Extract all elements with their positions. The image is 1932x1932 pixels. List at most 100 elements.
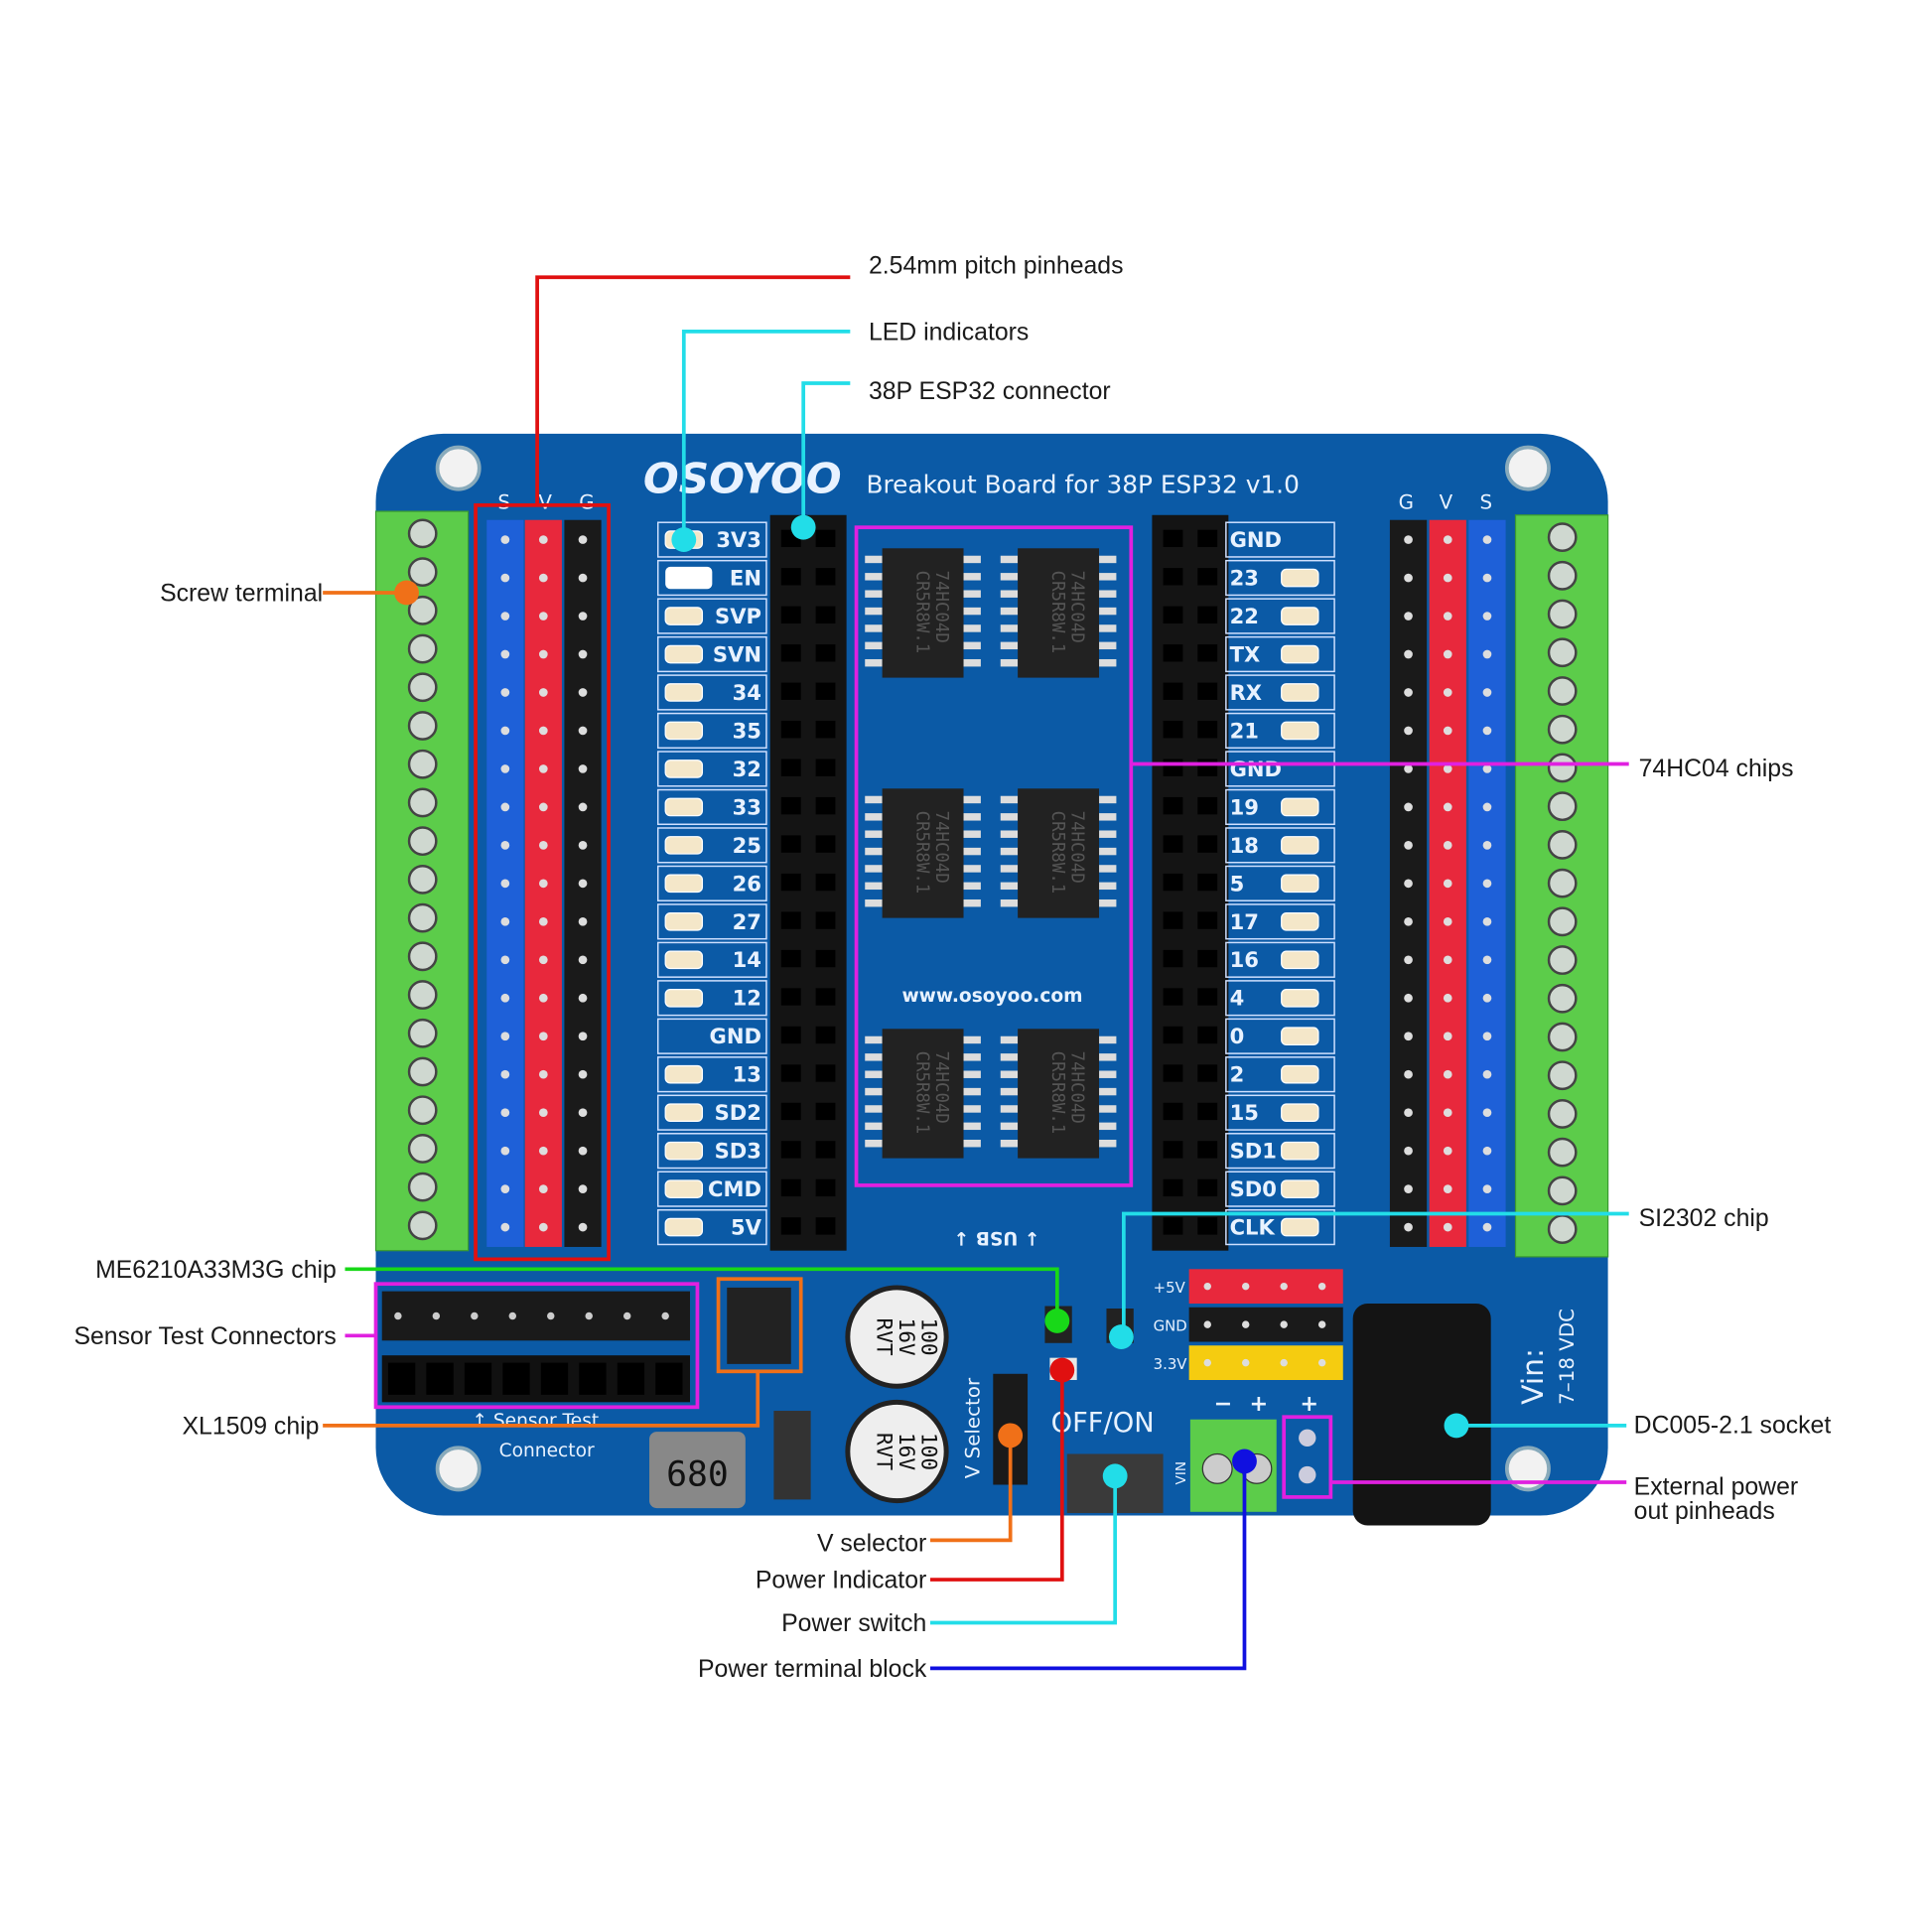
pin-icon bbox=[500, 688, 510, 697]
pin-icon bbox=[1404, 879, 1413, 889]
74hc04-chip bbox=[882, 788, 964, 918]
socket-hole bbox=[780, 1178, 801, 1197]
pin-icon bbox=[1404, 688, 1413, 697]
pin-icon bbox=[578, 1032, 588, 1041]
pin-label: GND bbox=[710, 1024, 761, 1048]
screw-icon bbox=[407, 557, 438, 587]
callout-leader-line bbox=[930, 1475, 1118, 1625]
pin-label: SD1 bbox=[1230, 1139, 1277, 1164]
chip-pin bbox=[1000, 830, 1019, 838]
chip-pin bbox=[963, 555, 981, 564]
socket-hole bbox=[815, 1178, 836, 1197]
pin-icon bbox=[1443, 1032, 1452, 1041]
chip-pin bbox=[963, 658, 981, 667]
chip-pin bbox=[1099, 1070, 1117, 1078]
led-icon bbox=[1281, 1217, 1319, 1237]
chip-marking: CR5R8W.1 bbox=[1047, 811, 1067, 895]
chip-pin bbox=[1000, 573, 1019, 581]
74hc04-chip bbox=[882, 1029, 964, 1159]
pin-label-box bbox=[1225, 1056, 1335, 1093]
led-icon bbox=[1281, 950, 1319, 970]
power-row-label: 3.3V bbox=[1154, 1355, 1188, 1373]
socket-hole bbox=[815, 682, 836, 700]
pin-label: 3V3 bbox=[716, 527, 761, 552]
chip-pin bbox=[865, 658, 883, 667]
pin-icon bbox=[1317, 1358, 1326, 1367]
socket-hole bbox=[387, 1362, 416, 1395]
pin-label-box bbox=[656, 521, 767, 558]
header-letter: G bbox=[1399, 491, 1414, 514]
pin-label: 32 bbox=[733, 757, 761, 781]
pin-label: 22 bbox=[1230, 604, 1259, 628]
socket-hole bbox=[1163, 568, 1183, 586]
pin-icon bbox=[1482, 1032, 1492, 1041]
pin-icon bbox=[1482, 726, 1492, 736]
pin-label-box bbox=[656, 865, 767, 901]
pin-label-box bbox=[656, 827, 767, 864]
led-icon bbox=[664, 1217, 704, 1237]
socket-hole bbox=[780, 835, 801, 853]
pin-icon bbox=[508, 1311, 517, 1320]
pin-label-box bbox=[1225, 712, 1335, 750]
pin-label: 25 bbox=[733, 833, 761, 858]
socket-hole bbox=[1197, 949, 1218, 968]
pin-label-box bbox=[1225, 1208, 1335, 1246]
pin-icon bbox=[1482, 955, 1492, 965]
screw-icon bbox=[407, 1172, 438, 1202]
screw-icon bbox=[407, 864, 438, 895]
pin-label-box bbox=[1225, 1171, 1335, 1207]
screw-icon bbox=[407, 518, 438, 549]
pin-icon bbox=[578, 841, 588, 850]
capacitor-label: RVT bbox=[873, 1433, 897, 1470]
screw-icon bbox=[1547, 1099, 1578, 1129]
diode bbox=[773, 1411, 811, 1500]
chip-pin bbox=[963, 1035, 981, 1044]
pin-label: CMD bbox=[708, 1176, 761, 1201]
pin-label-box bbox=[656, 1133, 767, 1170]
socket-hole bbox=[780, 721, 801, 739]
pin-label-box bbox=[1225, 1018, 1335, 1054]
pin-label-box bbox=[656, 598, 767, 634]
pin-icon bbox=[1443, 802, 1452, 812]
power-header-row bbox=[1188, 1307, 1343, 1342]
screw-icon bbox=[1547, 522, 1578, 552]
chip-pin bbox=[963, 1087, 981, 1096]
callout-label: 2.54mm pitch pinheads bbox=[869, 253, 1124, 280]
pin-icon bbox=[1443, 1184, 1452, 1193]
socket-hole bbox=[1163, 796, 1183, 815]
socket-hole bbox=[815, 1026, 836, 1044]
chip-pin bbox=[865, 1070, 883, 1078]
chip-pin bbox=[1000, 624, 1019, 632]
pin-icon bbox=[661, 1311, 669, 1320]
pin-label-box bbox=[656, 674, 767, 711]
screw-icon bbox=[1547, 983, 1578, 1014]
callout-dot bbox=[1108, 1324, 1134, 1349]
pin-icon bbox=[500, 726, 510, 736]
callout-label: 74HC04 chips bbox=[1639, 756, 1794, 782]
pin-icon bbox=[1404, 535, 1413, 544]
chip-marking: 74HC04D bbox=[931, 811, 951, 884]
pin-icon bbox=[1443, 726, 1452, 736]
socket-hole bbox=[540, 1362, 569, 1395]
chip-marking: 74HC04D bbox=[931, 571, 951, 643]
chip-pin bbox=[1099, 624, 1117, 632]
screw-icon bbox=[1547, 714, 1578, 745]
chip-marking: 74HC04D bbox=[931, 1051, 951, 1124]
callout-label: out pinheads bbox=[1634, 1498, 1775, 1525]
callout-dot bbox=[790, 514, 816, 540]
led-icon bbox=[1281, 912, 1319, 931]
callout-leader-line bbox=[1121, 1211, 1629, 1337]
mounting-hole bbox=[435, 1446, 482, 1492]
electrolytic-capacitor bbox=[845, 1399, 949, 1504]
callout-label: Screw terminal bbox=[160, 581, 323, 608]
pin-icon bbox=[578, 1108, 588, 1118]
led-icon bbox=[1281, 874, 1319, 894]
74hc04-chip bbox=[1018, 788, 1100, 918]
pin-icon bbox=[578, 573, 588, 583]
pin-label-box bbox=[656, 559, 767, 597]
led-icon bbox=[664, 988, 704, 1008]
pin-icon bbox=[578, 879, 588, 889]
pin-icon bbox=[1443, 879, 1452, 889]
led-icon bbox=[664, 1179, 704, 1198]
chip-pin bbox=[1099, 1105, 1117, 1113]
